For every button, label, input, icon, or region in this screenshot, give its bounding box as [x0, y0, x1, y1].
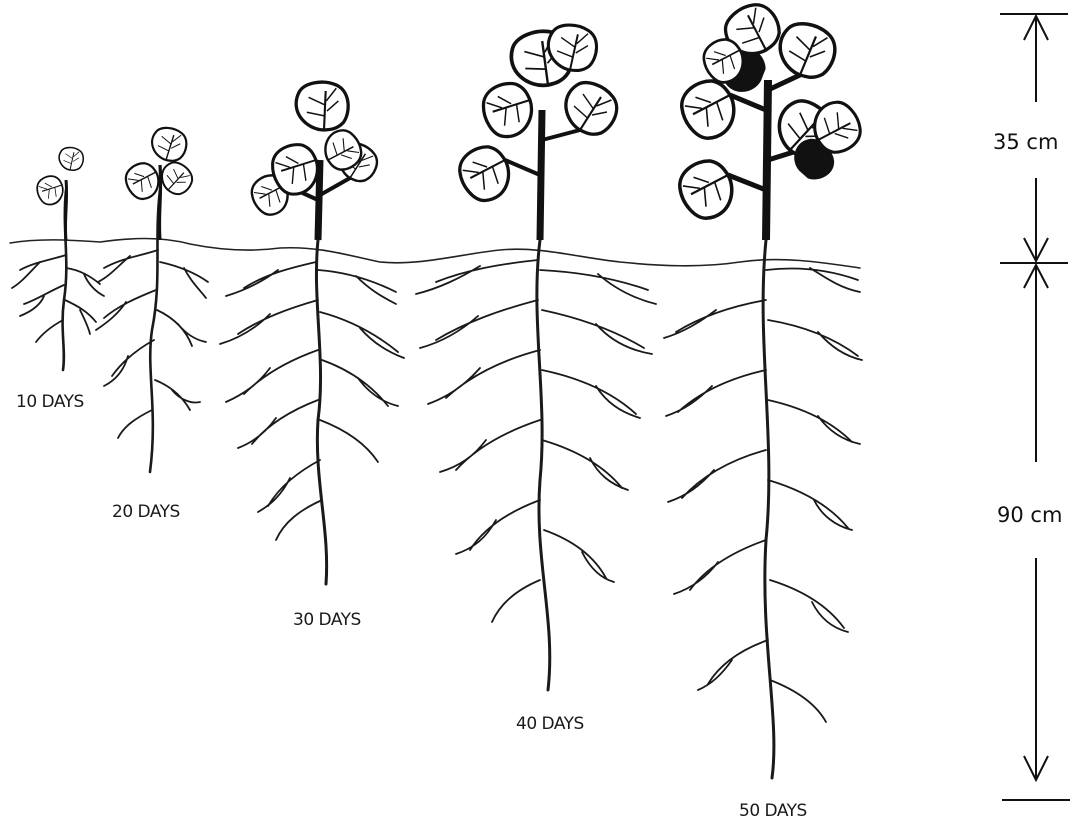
label-10-days: 10 DAYS: [16, 392, 84, 412]
soil-surface: [10, 239, 860, 269]
root-depth-label: 90 cm: [997, 503, 1062, 527]
roots-10-days: [12, 190, 104, 370]
label-20-days: 20 DAYS: [112, 502, 180, 522]
roots-30-days: [220, 240, 404, 584]
shoot-50-days: [669, 0, 870, 240]
shoot-10-days: [31, 143, 87, 240]
shoot-40-days: [450, 17, 617, 240]
roots-40-days: [416, 240, 656, 690]
roots-20-days: [96, 190, 208, 472]
roots-50-days: [664, 240, 862, 778]
shoot-30-days: [244, 71, 377, 240]
label-50-days: 50 DAYS: [739, 801, 807, 821]
label-30-days: 30 DAYS: [293, 610, 361, 630]
label-40-days: 40 DAYS: [516, 714, 584, 734]
shoot-height-label: 35 cm: [993, 130, 1058, 154]
